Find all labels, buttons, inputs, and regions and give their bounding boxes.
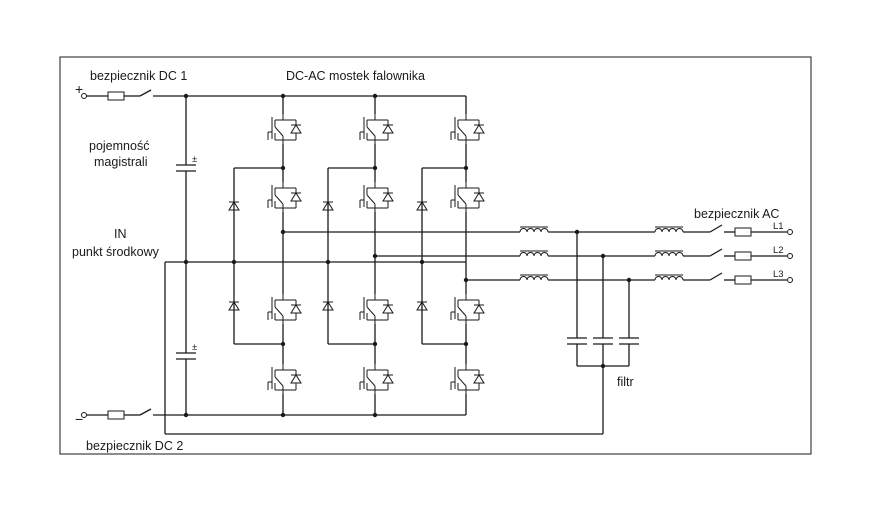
neutral-label-1: IN xyxy=(114,227,127,241)
cap1-polarity: ± xyxy=(192,154,197,165)
ac-fuse-l1 xyxy=(734,227,752,237)
bridge-leg-2 xyxy=(322,93,394,418)
plus-sign: + xyxy=(75,81,83,97)
bridge-title: DC-AC mostek falownika xyxy=(286,69,425,83)
dc1-fuse xyxy=(107,91,125,101)
bus-capacitors: ± ± xyxy=(176,93,197,418)
ac-fuse-l3 xyxy=(734,275,752,285)
bridge-leg-3 xyxy=(416,96,485,415)
dc-positive-input: + xyxy=(75,81,466,101)
bridge-leg-1 xyxy=(228,93,302,418)
bus-capacitance-label-2: magistrali xyxy=(94,155,148,169)
dc2-fuse-label: bezpiecznik DC 2 xyxy=(86,439,183,453)
phase-l2-label: L2 xyxy=(773,245,784,256)
bus-capacitance-label-1: pojemność xyxy=(89,139,149,153)
cap2-polarity: ± xyxy=(192,342,197,353)
filter-capacitors xyxy=(567,232,639,369)
minus-sign: − xyxy=(75,411,83,427)
dc-negative-input: − xyxy=(75,408,466,427)
ac-fuse-label: bezpiecznik AC xyxy=(694,207,779,221)
diagram-frame xyxy=(59,56,812,455)
ac-fuse-l2 xyxy=(734,251,752,261)
phase-l3-label: L3 xyxy=(773,269,784,280)
phase-lines xyxy=(283,224,793,285)
dc1-fuse-label: bezpiecznik DC 1 xyxy=(90,69,187,83)
neutral-label-2: punkt środkowy xyxy=(72,245,160,259)
filter-label: filtr xyxy=(617,375,634,389)
phase-l1-label: L1 xyxy=(773,221,784,232)
dc2-fuse xyxy=(107,410,125,420)
